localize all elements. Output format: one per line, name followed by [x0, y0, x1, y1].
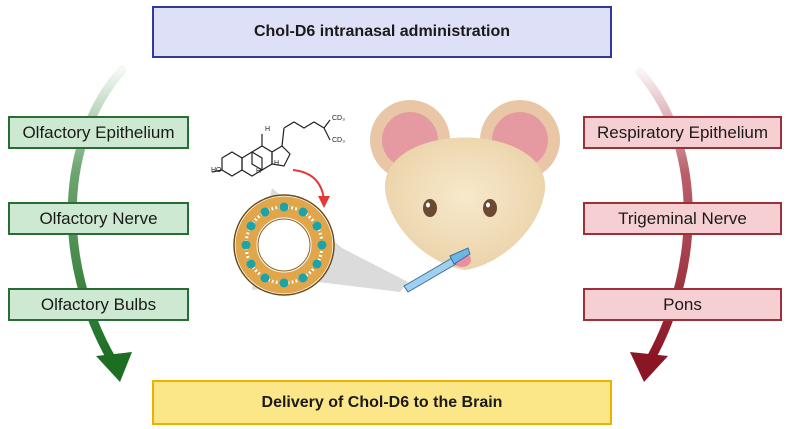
molecule-arrow: [292, 169, 330, 208]
administration-title-box: Chol-D6 intranasal administration: [152, 6, 612, 58]
left-pathway-step-2: Olfactory Nerve: [8, 202, 189, 235]
cholesterol-structure-icon: [211, 119, 331, 177]
left-step-label: Olfactory Bulbs: [40, 294, 157, 314]
molecule-label-h2: H: [256, 168, 262, 175]
liposome-icon: [233, 194, 335, 296]
mouse-icon: [370, 100, 560, 270]
right-step-label: Pons: [663, 294, 702, 314]
molecule-label-h1: H: [265, 126, 271, 133]
delivery-result-box: Delivery of Chol-D6 to the Brain: [152, 380, 612, 425]
molecule-label-cd3-b: CD₃: [332, 137, 345, 144]
right-step-label: Respiratory Epithelium: [596, 122, 768, 142]
delivery-result-label: Delivery of Chol-D6 to the Brain: [261, 393, 503, 411]
left-pathway-step-3: Olfactory Bulbs: [8, 288, 189, 321]
molecule-label-ho: HO: [211, 167, 222, 174]
right-pathway-step-2: Trigeminal Nerve: [583, 202, 782, 235]
left-step-label: Olfactory Epithelium: [22, 122, 175, 142]
administration-title: Chol-D6 intranasal administration: [253, 23, 511, 40]
pipette-icon: [403, 247, 471, 293]
right-pathway-step-3: Pons: [583, 288, 782, 321]
molecule-label-cd3-a: CD₃: [332, 115, 345, 122]
molecule-label-h3: H: [274, 160, 280, 167]
left-pathway-step-1: Olfactory Epithelium: [8, 116, 189, 149]
left-step-label: Olfactory Nerve: [39, 208, 158, 228]
right-step-label: Trigeminal Nerve: [618, 208, 747, 228]
right-pathway-step-1: Respiratory Epithelium: [583, 116, 782, 149]
